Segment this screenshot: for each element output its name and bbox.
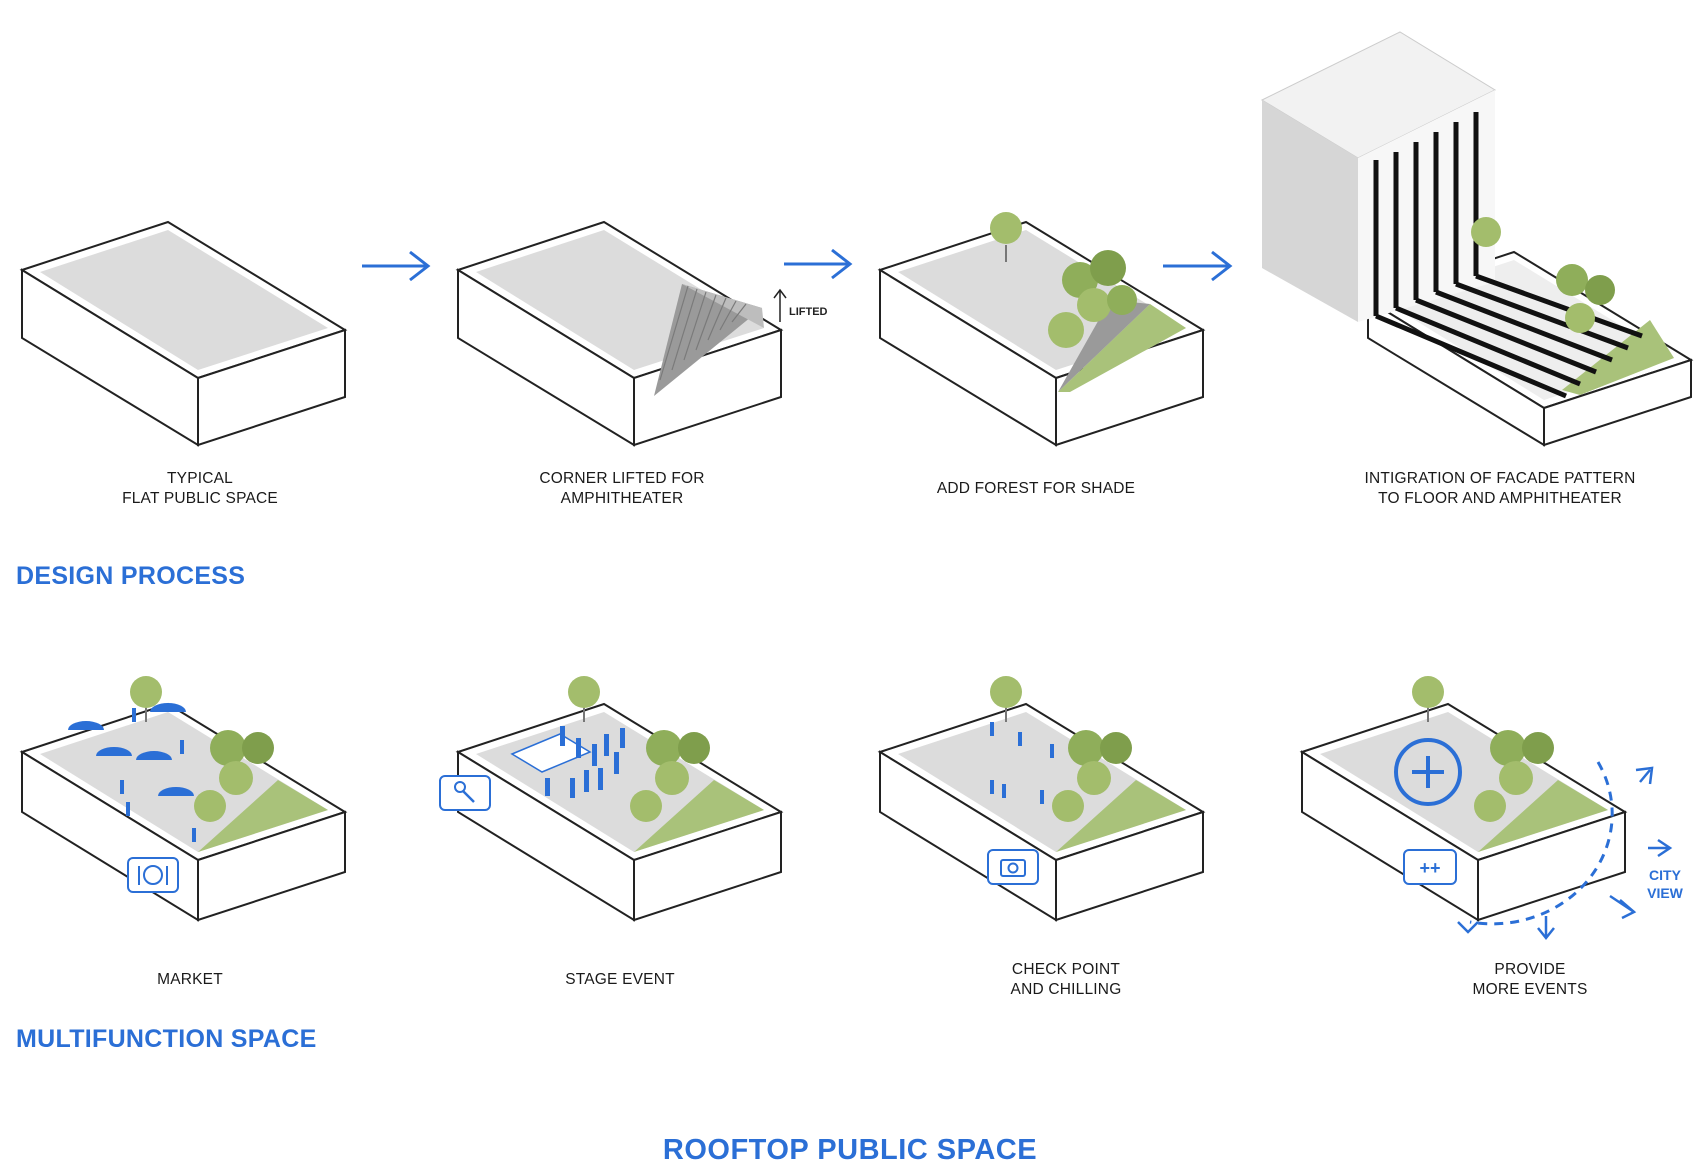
caption-line: CHECK POINT	[1011, 961, 1121, 978]
section-multifunction-space: MULTIFUNCTION SPACE	[16, 1025, 317, 1053]
block-more-events	[1299, 676, 1628, 922]
block-market	[19, 676, 348, 922]
caption-check-point: CHECK POINT AND CHILLING	[946, 960, 1186, 1000]
microphone-icon	[439, 775, 491, 811]
plus-circle-icon	[1394, 738, 1462, 806]
caption-line: AMPHITHEATER	[560, 490, 684, 507]
city-view-arrows-icon	[1457, 761, 1673, 941]
caption-line: ADD FOREST FOR SHADE	[936, 480, 1136, 497]
caption-forest: ADD FOREST FOR SHADE	[916, 479, 1156, 499]
caption-typical: TYPICAL FLAT PUBLIC SPACE	[80, 469, 320, 509]
arrow-right-icon	[784, 248, 853, 280]
arrow-right-icon	[1163, 250, 1233, 282]
city-label: CITY	[1649, 867, 1682, 883]
block-corner-lifted	[455, 220, 787, 447]
plus-badge-label: ++	[1419, 858, 1440, 878]
caption-market: MARKET	[70, 970, 310, 990]
caption-line: FLAT PUBLIC SPACE	[122, 490, 278, 507]
caption-line: STAGE EVENT	[565, 971, 675, 988]
caption-line: TO FLOOR AND AMPHITHEATER	[1378, 490, 1622, 507]
view-label: VIEW	[1647, 885, 1684, 901]
lifted-label: LIFTED	[789, 306, 828, 318]
cutlery-plate-icon	[127, 857, 179, 893]
caption-stage: STAGE EVENT	[500, 970, 740, 990]
caption-line: PROVIDE	[1494, 961, 1566, 978]
caption-line: AND CHILLING	[1010, 981, 1122, 998]
caption-line: TYPICAL	[166, 470, 233, 487]
caption-corner-lifted: CORNER LIFTED FOR AMPHITHEATER	[502, 469, 742, 509]
block-forest	[877, 212, 1206, 447]
caption-facade: INTIGRATION OF FACADE PATTERN TO FLOOR A…	[1330, 469, 1670, 509]
block-facade-integration	[1260, 31, 1694, 447]
arrow-right-icon	[362, 250, 431, 282]
caption-line: MARKET	[157, 971, 223, 988]
page-title: ROOFTOP PUBLIC SPACE	[662, 1134, 1038, 1166]
block-flat-public-space	[19, 220, 348, 447]
caption-line: MORE EVENTS	[1472, 981, 1588, 998]
plus-badge-icon: ++	[1403, 849, 1457, 885]
caption-line: CORNER LIFTED FOR	[539, 470, 705, 487]
section-design-process: DESIGN PROCESS	[16, 562, 246, 590]
block-check-point	[877, 676, 1206, 922]
tree-icon	[990, 212, 1022, 262]
caption-line: INTIGRATION OF FACADE PATTERN	[1364, 470, 1636, 487]
block-stage	[455, 676, 784, 922]
caption-more-events: PROVIDE MORE EVENTS	[1410, 960, 1650, 1000]
camera-icon	[987, 849, 1039, 885]
